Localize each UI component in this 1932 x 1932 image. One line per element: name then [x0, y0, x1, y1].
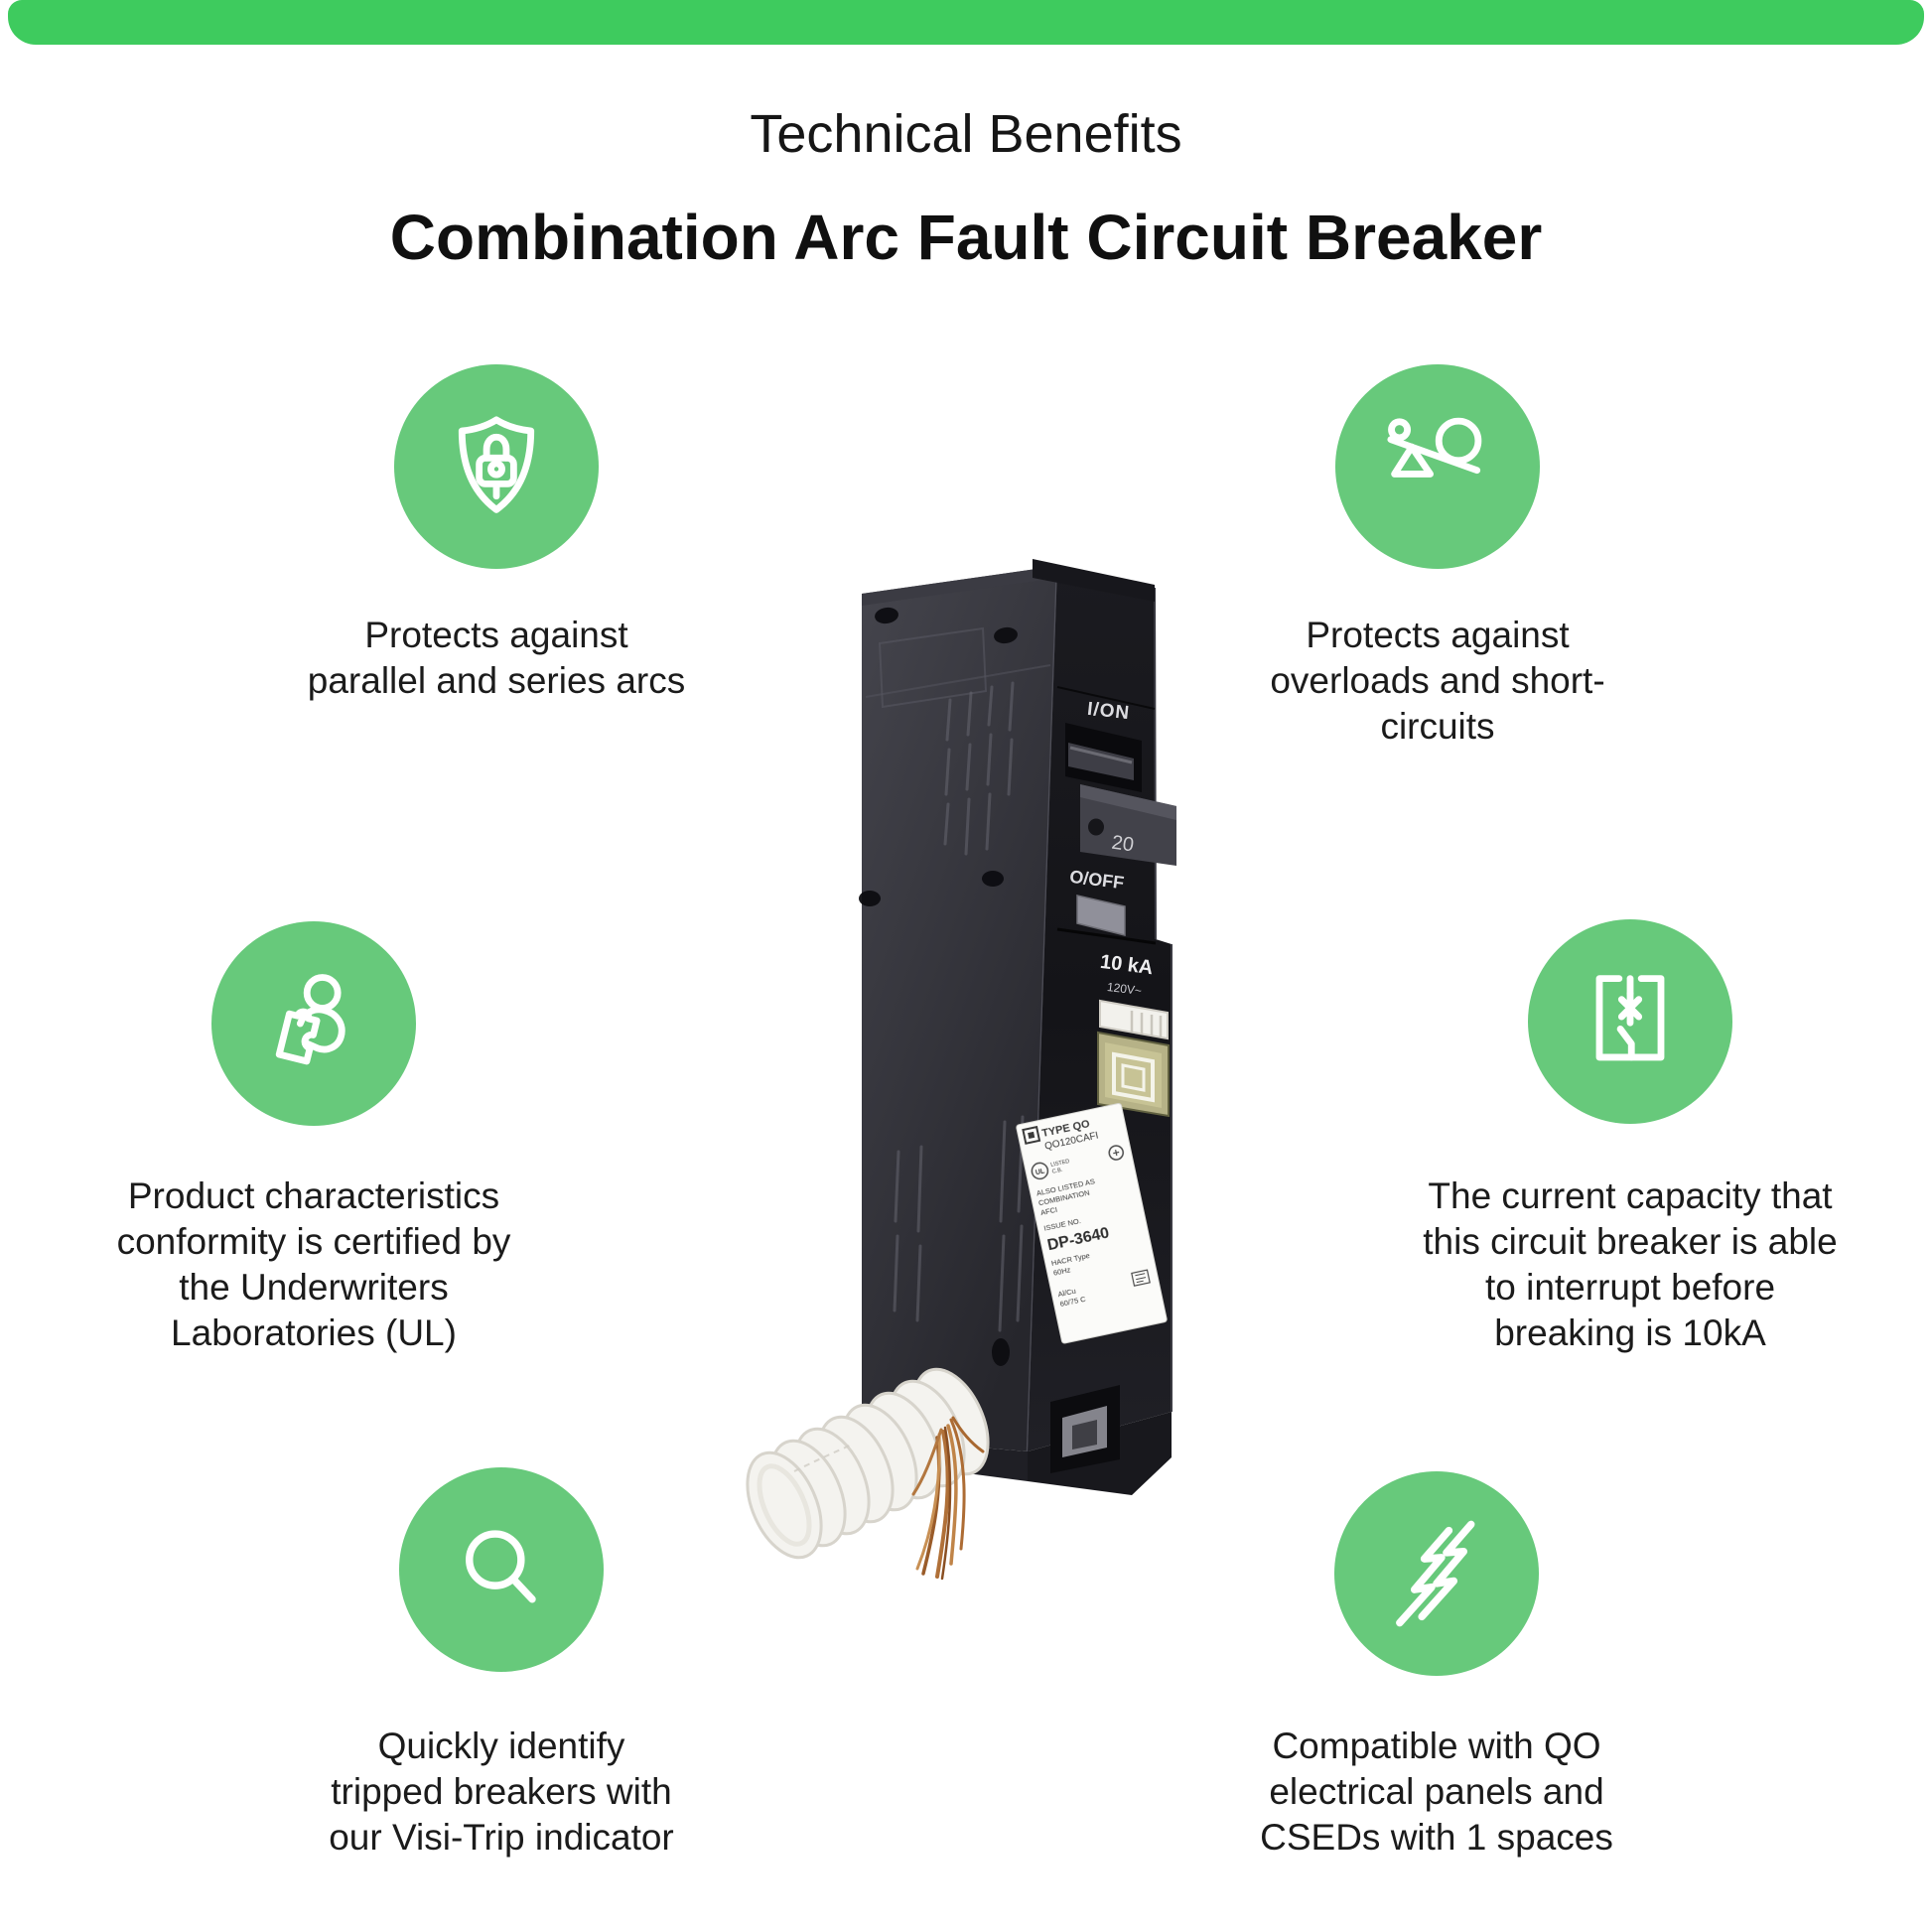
feature-icon-circle	[1335, 364, 1540, 569]
amp-rating: 20	[1110, 832, 1135, 857]
label-freq: 60Hz	[1052, 1265, 1071, 1277]
accent-bar	[8, 0, 1924, 45]
label-listed-2: C.B.	[1051, 1168, 1063, 1175]
page-title: Technical Benefits	[750, 104, 1182, 164]
feature-caption: Protects against overloads and short- ci…	[1270, 615, 1605, 747]
voltage-marking: 120V~	[1106, 980, 1142, 998]
ul-mark: UL	[1035, 1168, 1045, 1176]
feature-icon-circle	[211, 921, 416, 1126]
label-listed-1: LISTED	[1050, 1159, 1070, 1169]
page-subtitle: Combination Arc Fault Circuit Breaker	[389, 202, 1543, 273]
feature-icon-circle	[1528, 919, 1732, 1124]
trip-paddle	[1076, 895, 1126, 936]
mounting-holes	[859, 607, 1018, 1366]
magnifier-icon	[466, 1530, 536, 1603]
lightning-icon	[1396, 1520, 1475, 1627]
feature-overload-protection: Protects against overloads and short- ci…	[1130, 364, 1745, 750]
feature-icon-circle	[399, 1467, 604, 1672]
pigtail-wire	[746, 1367, 990, 1581]
feature-caption: Compatible with QO electrical panels and…	[1260, 1725, 1613, 1858]
feature-icon-circle	[394, 364, 599, 569]
feature-icon-circle	[1334, 1471, 1539, 1676]
feature-caption: Quickly identify tripped breakers with o…	[329, 1725, 674, 1858]
feature-qo-compatible: Compatible with QO electrical panels and…	[1129, 1471, 1744, 1861]
person-certificate-icon	[275, 974, 345, 1065]
spec-label: TYPE QO QO120CAFI UL LISTED C.B. ALSO LI…	[1016, 1103, 1168, 1344]
label-wire: Al/Cu	[1057, 1287, 1077, 1300]
shield-lock-icon	[458, 416, 535, 513]
feature-interrupt-capacity: The current capacity that this circuit b…	[1332, 919, 1928, 1356]
copper-strands	[911, 1416, 985, 1581]
overload-scale-icon	[1387, 417, 1482, 478]
feature-visi-trip: Quickly identify tripped breakers with o…	[194, 1467, 809, 1861]
feature-ul-certified: Product characteristics conformity is ce…	[0, 921, 631, 1356]
product-image: I/ON 20 O/OFF 10 kA 120V~ TYPE QO QO120C…	[746, 559, 1176, 1581]
breaker-symbol-icon	[1595, 975, 1665, 1061]
feature-arc-protection: Protects against parallel and series arc…	[189, 364, 804, 704]
feature-caption: Product characteristics conformity is ce…	[116, 1175, 511, 1353]
square-d-logo	[1097, 1031, 1170, 1118]
label-also-listed-3: AFCI	[1039, 1205, 1058, 1217]
on-marking: I/ON	[1086, 699, 1131, 724]
feature-caption: The current capacity that this circuit b…	[1423, 1175, 1838, 1353]
molded-text-marks	[893, 681, 1025, 1332]
breaker-side-face	[862, 566, 1057, 1451]
feature-caption: Protects against parallel and series arc…	[307, 615, 686, 701]
